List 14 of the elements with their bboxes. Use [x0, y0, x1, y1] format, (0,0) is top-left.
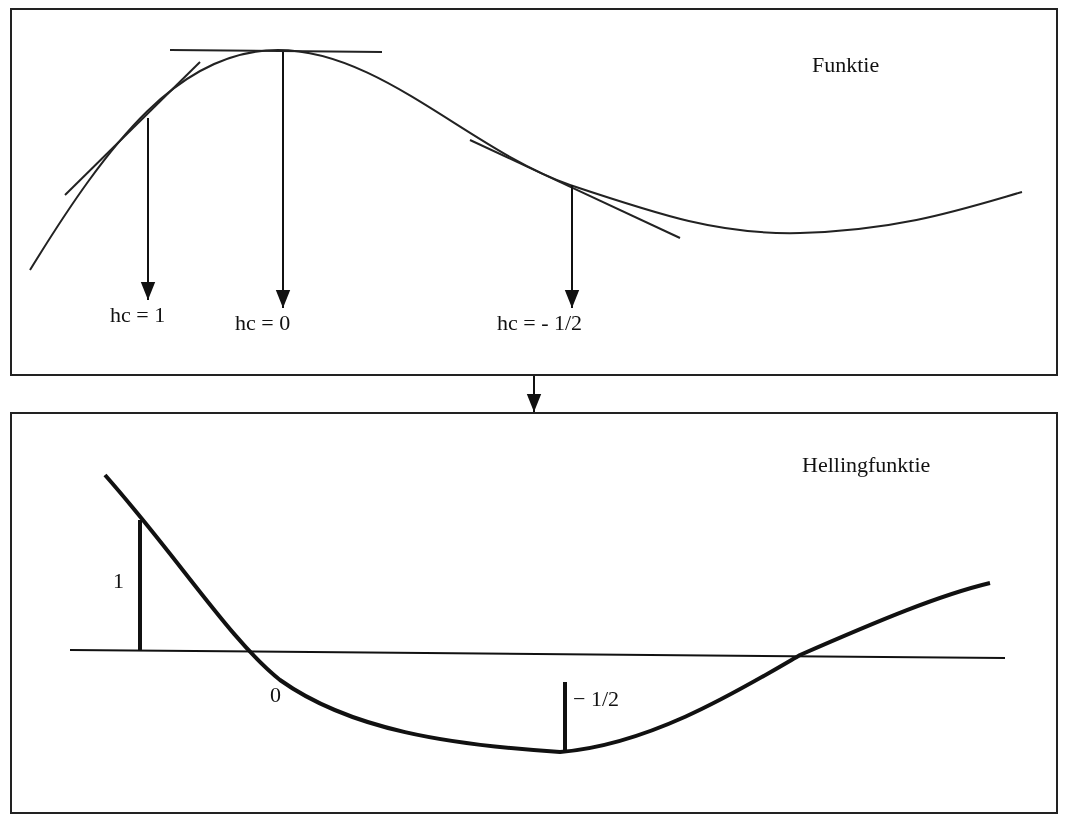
value-label: − 1/2 [573, 686, 620, 712]
arrow [275, 51, 291, 309]
arrow [526, 375, 542, 413]
slope-label: hc = - 1/2 [497, 310, 583, 336]
value-label: 1 [113, 568, 124, 594]
arrow [564, 184, 580, 309]
graph-panel [10, 412, 1058, 814]
panel-title: Funktie [812, 52, 880, 78]
panel-title: Hellingfunktie [802, 452, 931, 478]
value-label: 0 [270, 682, 281, 708]
graph-panel [10, 8, 1058, 376]
slope-label: hc = 1 [110, 302, 166, 328]
arrow [140, 117, 156, 301]
slope-label: hc = 0 [235, 310, 291, 336]
